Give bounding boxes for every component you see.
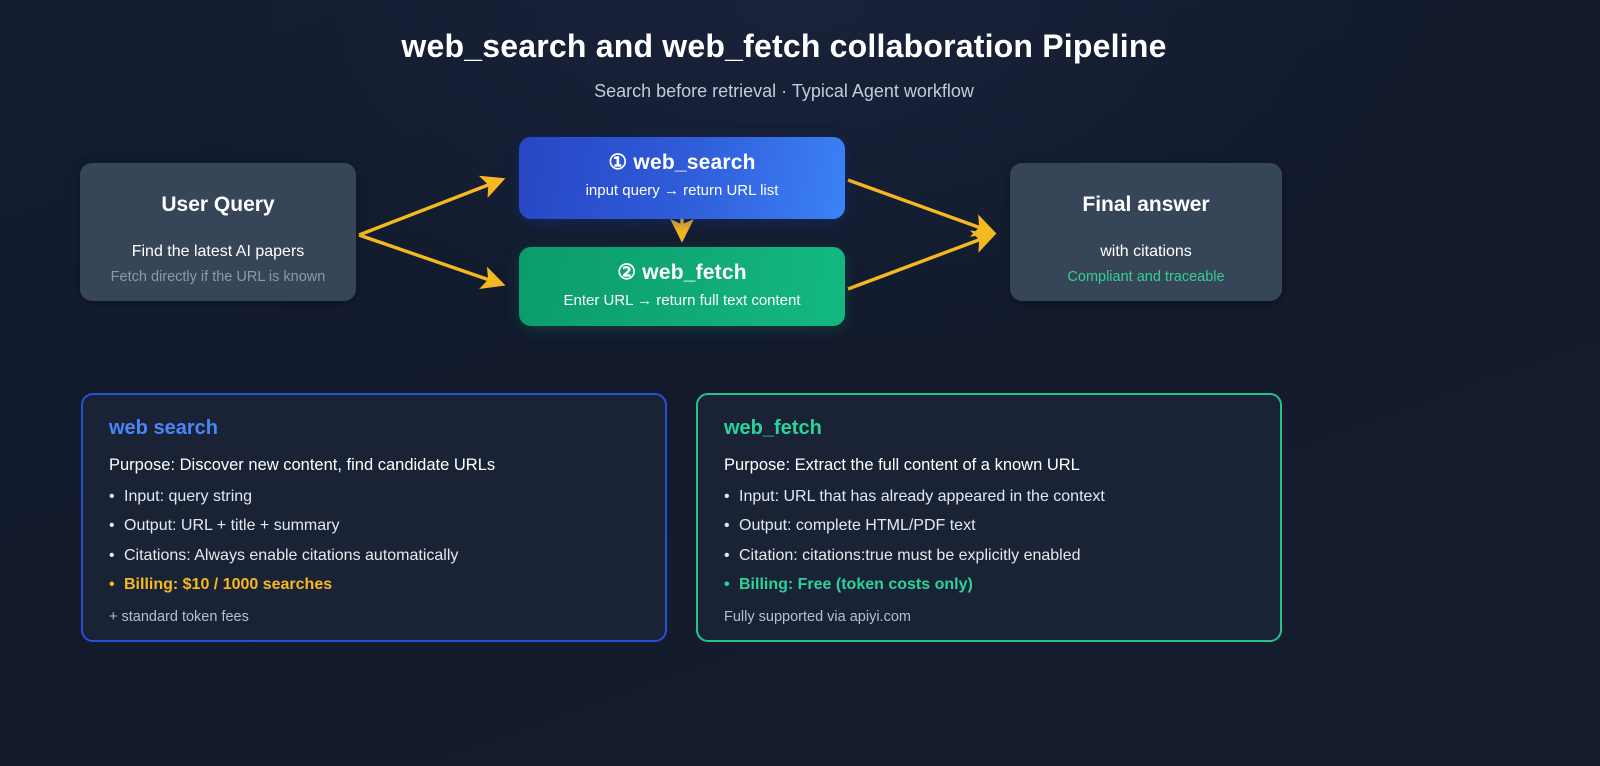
node-final-answer[interactable]: Final answer with citations Compliant an… <box>1010 163 1282 301</box>
arrow-search-to-final <box>847 178 997 237</box>
node-user-query[interactable]: User Query Find the latest AI papers Fet… <box>80 163 356 301</box>
node-final-answer-title: Final answer <box>1082 193 1210 216</box>
list-item: Output: URL + title + summary <box>109 517 639 536</box>
node-user-query-subtitle: Find the latest AI papers <box>131 243 305 260</box>
card-web-fetch-bullets: Input: URL that has already appeared in … <box>724 488 1254 595</box>
card-web-search-footnote: + standard token fees <box>109 608 249 625</box>
page-subtitle: Search before retrieval · Typical Agent … <box>594 81 974 101</box>
card-web-fetch[interactable]: web_fetch Purpose: Extract the full cont… <box>696 393 1282 642</box>
list-item: Input: URL that has already appeared in … <box>724 488 1254 507</box>
card-web-search-billing: Billing: $10 / 1000 searches <box>109 576 639 595</box>
node-final-answer-subtitle: with citations <box>1100 243 1192 260</box>
card-web-fetch-footnote: Fully supported via apiyi.com <box>724 608 911 625</box>
node-web-search-title: ① web_search <box>608 151 756 174</box>
node-web-search[interactable]: ① web_search input query → return URL li… <box>519 137 845 219</box>
card-web-search-purpose: Purpose: Discover new content, find cand… <box>109 456 496 474</box>
node-web-fetch[interactable]: ② web_fetch Enter URL → return full text… <box>519 247 845 326</box>
card-web-fetch-billing: Billing: Free (token costs only) <box>724 576 1254 595</box>
card-web-search-bullets: Input: query string Output: URL + title … <box>109 488 639 595</box>
list-item: Input: query string <box>109 488 639 507</box>
list-item: Citation: citations:true must be explici… <box>724 547 1254 566</box>
node-final-answer-note: Compliant and traceable <box>1067 269 1225 285</box>
card-web-search-heading: web search <box>109 417 218 439</box>
node-web-fetch-title: ② web_fetch <box>617 261 747 284</box>
node-web-fetch-subtitle: Enter URL → return full text content <box>563 292 801 309</box>
arrow-query-to-fetch <box>358 233 506 290</box>
list-item: Output: complete HTML/PDF text <box>724 517 1254 536</box>
node-user-query-note: Fetch directly if the URL is known <box>110 269 326 285</box>
arrow-query-to-search <box>358 175 506 237</box>
card-web-fetch-purpose: Purpose: Extract the full content of a k… <box>724 456 1080 474</box>
page-title: web_search and web_fetch collaboration P… <box>401 28 1167 64</box>
node-web-search-subtitle: input query → return URL list <box>585 182 779 199</box>
arrow-fetch-to-final <box>847 230 997 291</box>
list-item: Citations: Always enable citations autom… <box>109 547 639 566</box>
card-web-fetch-heading: web_fetch <box>724 417 822 439</box>
card-web-search[interactable]: web search Purpose: Discover new content… <box>81 393 667 642</box>
node-user-query-title: User Query <box>161 193 275 216</box>
